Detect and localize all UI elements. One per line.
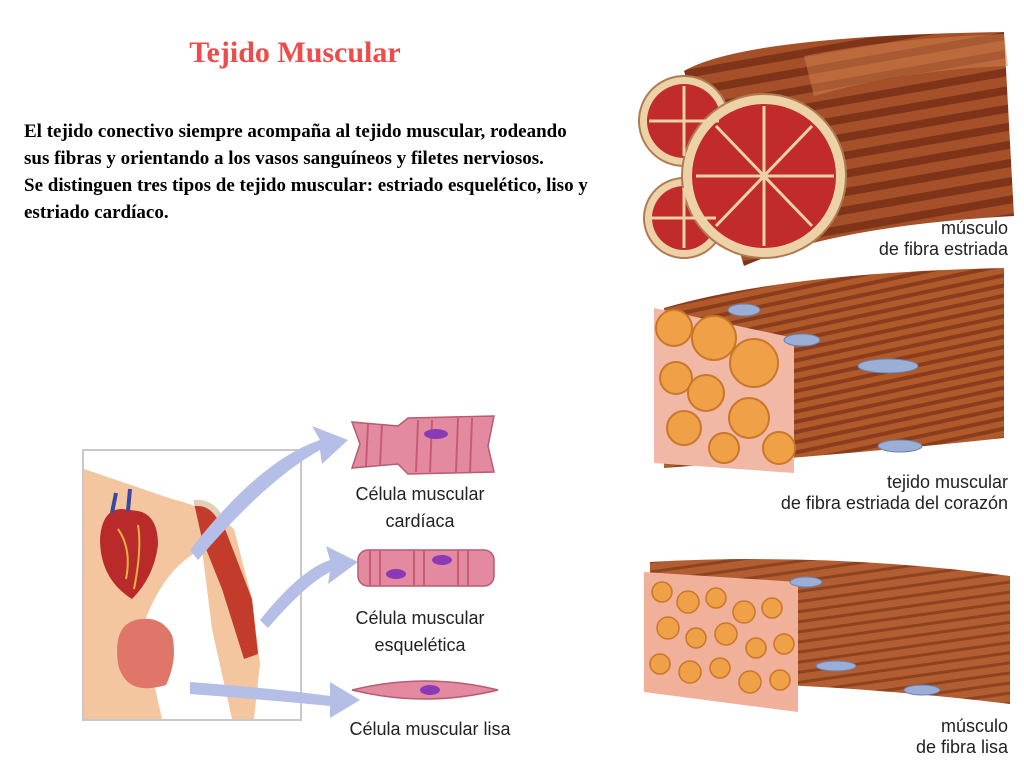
- label-cardiac-cell: Célula muscular cardíaca: [355, 484, 485, 531]
- cardiac-muscle-illustration: [654, 268, 1004, 473]
- label-smooth-muscle: músculo de fibra lisa: [915, 716, 1008, 757]
- cardiac-cell-illustration: [350, 415, 495, 475]
- smooth-cell-illustration: [351, 680, 499, 700]
- smooth-muscle-illustration: [644, 559, 1010, 712]
- label-cardiac-tissue: tejido muscular de fibra estriada del co…: [780, 472, 1008, 513]
- paragraph-muscle-types: Se distinguen tres tipos de tejido muscu…: [24, 175, 588, 223]
- paragraph-connective-tissue: El tejido conectivo siempre acompaña al …: [24, 121, 567, 169]
- label-smooth-cell: Célula muscular lisa: [349, 719, 511, 739]
- skeletal-cell-illustration: [357, 549, 495, 587]
- page-title: Tejido Muscular: [189, 36, 401, 69]
- label-striated-muscle: músculo de fibra estriada: [878, 218, 1008, 259]
- striated-muscle-illustration: [638, 32, 1014, 266]
- body-text: El tejido conectivo siempre acompaña al …: [24, 118, 594, 226]
- label-skeletal-cell: Célula muscular esquelética: [355, 608, 485, 655]
- pointer-arrows: [190, 426, 360, 718]
